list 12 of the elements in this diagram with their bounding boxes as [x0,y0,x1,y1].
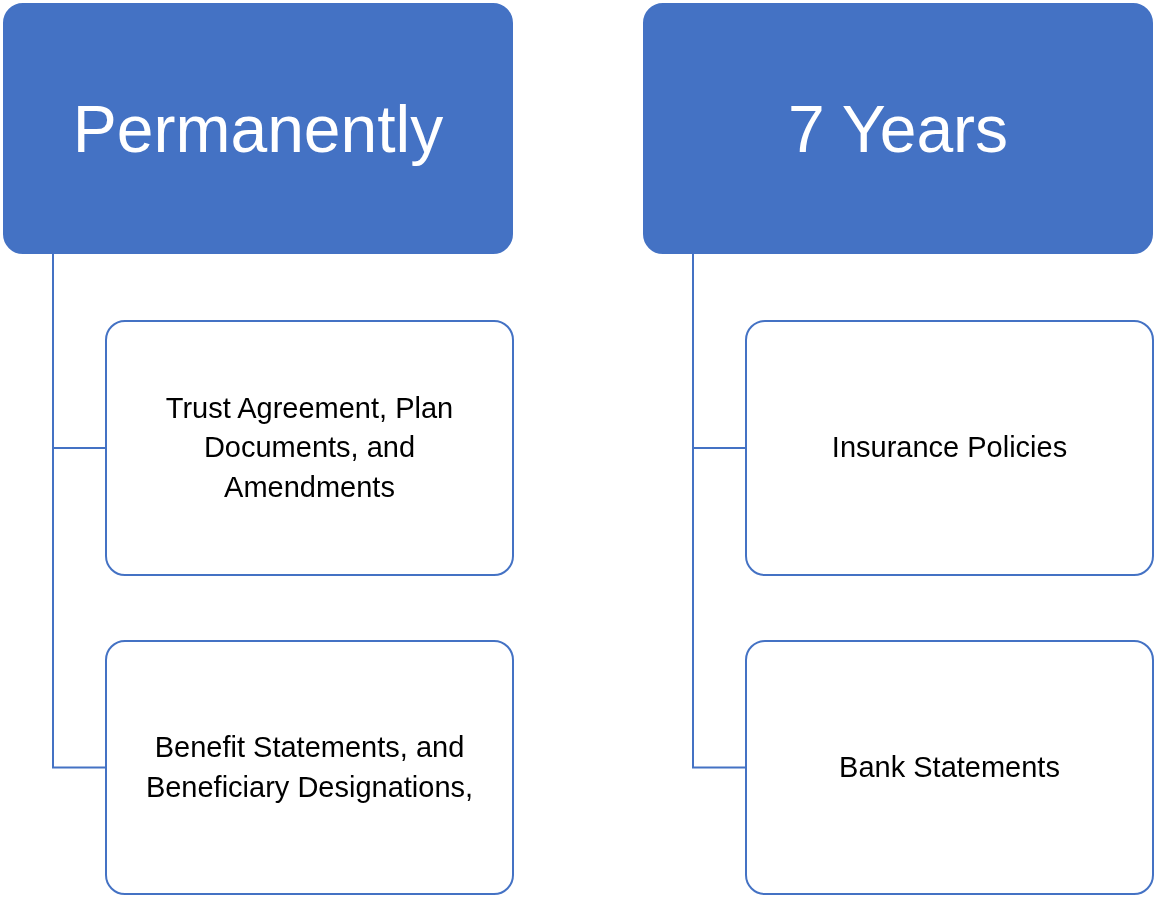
item-text: Bank Statements [839,749,1060,785]
header-box [3,3,513,254]
item-box [105,320,514,576]
item-text: Benefit Statements, and Beneficiary Designations, [144,730,475,805]
header-text: 7 Years [787,90,1009,167]
item-text: Insurance Policies [831,430,1068,466]
item-box [745,640,1154,895]
item-box [745,320,1154,576]
item-text: Trust Agreement, Plan Documents, and Amendments [164,391,455,505]
header-box [643,3,1153,254]
header-text: Permanently [72,90,444,167]
item-box [105,640,514,895]
